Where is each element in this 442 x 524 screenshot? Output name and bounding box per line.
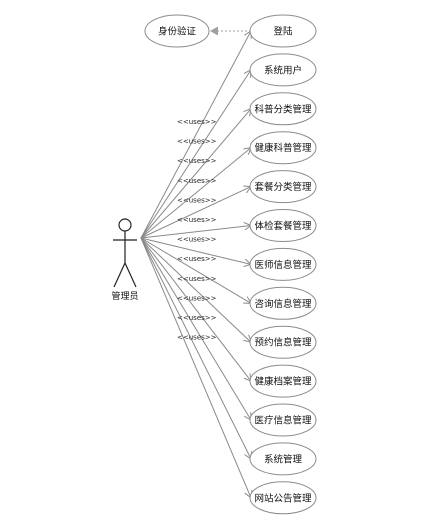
use-case-checkup-package[interactable]: 体检套餐管理 — [249, 209, 317, 242]
use-case-science-category[interactable]: 科普分类管理 — [249, 92, 317, 126]
association-doctor-info — [140, 237, 251, 264]
use-case-ellipse — [249, 442, 317, 476]
use-case-label: 咨询信息管理 — [254, 298, 312, 310]
use-case-ellipse — [249, 364, 317, 398]
association-checkup-package — [140, 226, 251, 239]
use-case-ellipse — [249, 170, 317, 204]
admin-actor[interactable]: 管理员 — [111, 218, 139, 302]
use-case-doctor-info[interactable]: 医师信息管理 — [249, 247, 317, 281]
association-health-record — [140, 237, 251, 381]
use-case-label: 科普分类管理 — [254, 103, 312, 115]
use-case-ellipse — [249, 403, 317, 437]
association-package-category — [140, 187, 251, 239]
use-case-ellipse — [249, 92, 317, 126]
uses-labels: <<uses>> <<uses>> <<uses>> <<uses>> <<uses>>… — [177, 118, 217, 342]
use-case-label: 套餐分类管理 — [254, 181, 312, 193]
uses-label-consult-info: <<uses>> — [177, 236, 217, 244]
use-case-label: 健康科普管理 — [254, 142, 312, 154]
use-case-health-science[interactable]: 健康科普管理 — [249, 131, 317, 165]
association-health-science — [140, 148, 251, 239]
uses-label-science-category: <<uses>> — [177, 138, 217, 146]
use-case-consult-info[interactable]: 咨询信息管理 — [249, 286, 317, 320]
uses-label-health-record: <<uses>> — [177, 275, 217, 283]
association-science-category — [140, 109, 251, 239]
association-medical-info — [140, 237, 251, 420]
use-case-ellipse — [249, 14, 317, 48]
actor-right-leg — [124, 262, 137, 288]
use-case-appointment-info[interactable]: 预约信息管理 — [249, 325, 317, 359]
uses-label-checkup-package: <<uses>> — [177, 196, 217, 204]
use-case-label: 健康档案管理 — [254, 376, 312, 388]
association-system-users — [140, 70, 251, 239]
uses-label-medical-info: <<uses>> — [177, 294, 217, 302]
association-appointment-info — [140, 237, 251, 342]
use-case-label: 登陆 — [273, 26, 293, 38]
association-system-management — [140, 237, 251, 459]
use-case-label: 体检套餐管理 — [254, 220, 312, 232]
auth-use-case-label: 身份验证 — [158, 26, 197, 38]
association-consult-info — [140, 237, 251, 303]
use-case-ellipse — [249, 481, 317, 515]
association-lines — [140, 31, 251, 498]
use-case-label: 医师信息管理 — [254, 259, 312, 271]
use-case-label: 预约信息管理 — [254, 337, 312, 349]
use-case-package-category[interactable]: 套餐分类管理 — [249, 170, 317, 204]
use-case-label: 网站公告管理 — [254, 492, 312, 504]
use-case-label: 系统用户 — [264, 64, 302, 76]
uses-label-system-users: <<uses>> — [177, 118, 217, 126]
association-login — [140, 31, 251, 239]
uses-label-site-notice: <<uses>> — [177, 334, 217, 342]
use-case-system-users[interactable]: 系统用户 — [249, 53, 317, 87]
use-case-system-management[interactable]: 系统管理 — [249, 442, 317, 476]
uses-label-system-management: <<uses>> — [177, 314, 217, 322]
use-case-ellipse — [249, 286, 317, 320]
use-case-ellipse — [249, 325, 317, 359]
use-case-site-notice[interactable]: 网站公告管理 — [249, 481, 317, 515]
use-case-ellipse — [249, 247, 317, 281]
association-site-notice — [140, 237, 251, 498]
auth-use-case-ellipse — [144, 14, 210, 48]
use-case-ellipse — [249, 131, 317, 165]
uses-label-appointment-info: <<uses>> — [177, 255, 217, 263]
auth-use-case[interactable]: 身份验证 — [144, 14, 210, 48]
use-cases: 登陆系统用户科普分类管理健康科普管理套餐分类管理体检套餐管理医师信息管理咨询信息… — [249, 14, 317, 515]
use-case-health-record[interactable]: 健康档案管理 — [249, 364, 317, 398]
uses-label-doctor-info: <<uses>> — [177, 216, 217, 224]
use-case-label: 系统管理 — [264, 453, 303, 465]
actor-head — [118, 218, 132, 232]
use-case-login[interactable]: 登陆 — [249, 14, 317, 48]
use-case-label: 医疗信息管理 — [254, 415, 312, 427]
actor-left-leg — [113, 262, 126, 288]
use-case-ellipse — [249, 53, 317, 87]
use-case-medical-info[interactable]: 医疗信息管理 — [249, 403, 317, 437]
uses-label-health-science: <<uses>> — [177, 157, 217, 165]
use-case-ellipse — [249, 209, 317, 242]
actor-label: 管理员 — [111, 290, 138, 302]
uses-label-package-category: <<uses>> — [177, 177, 217, 185]
